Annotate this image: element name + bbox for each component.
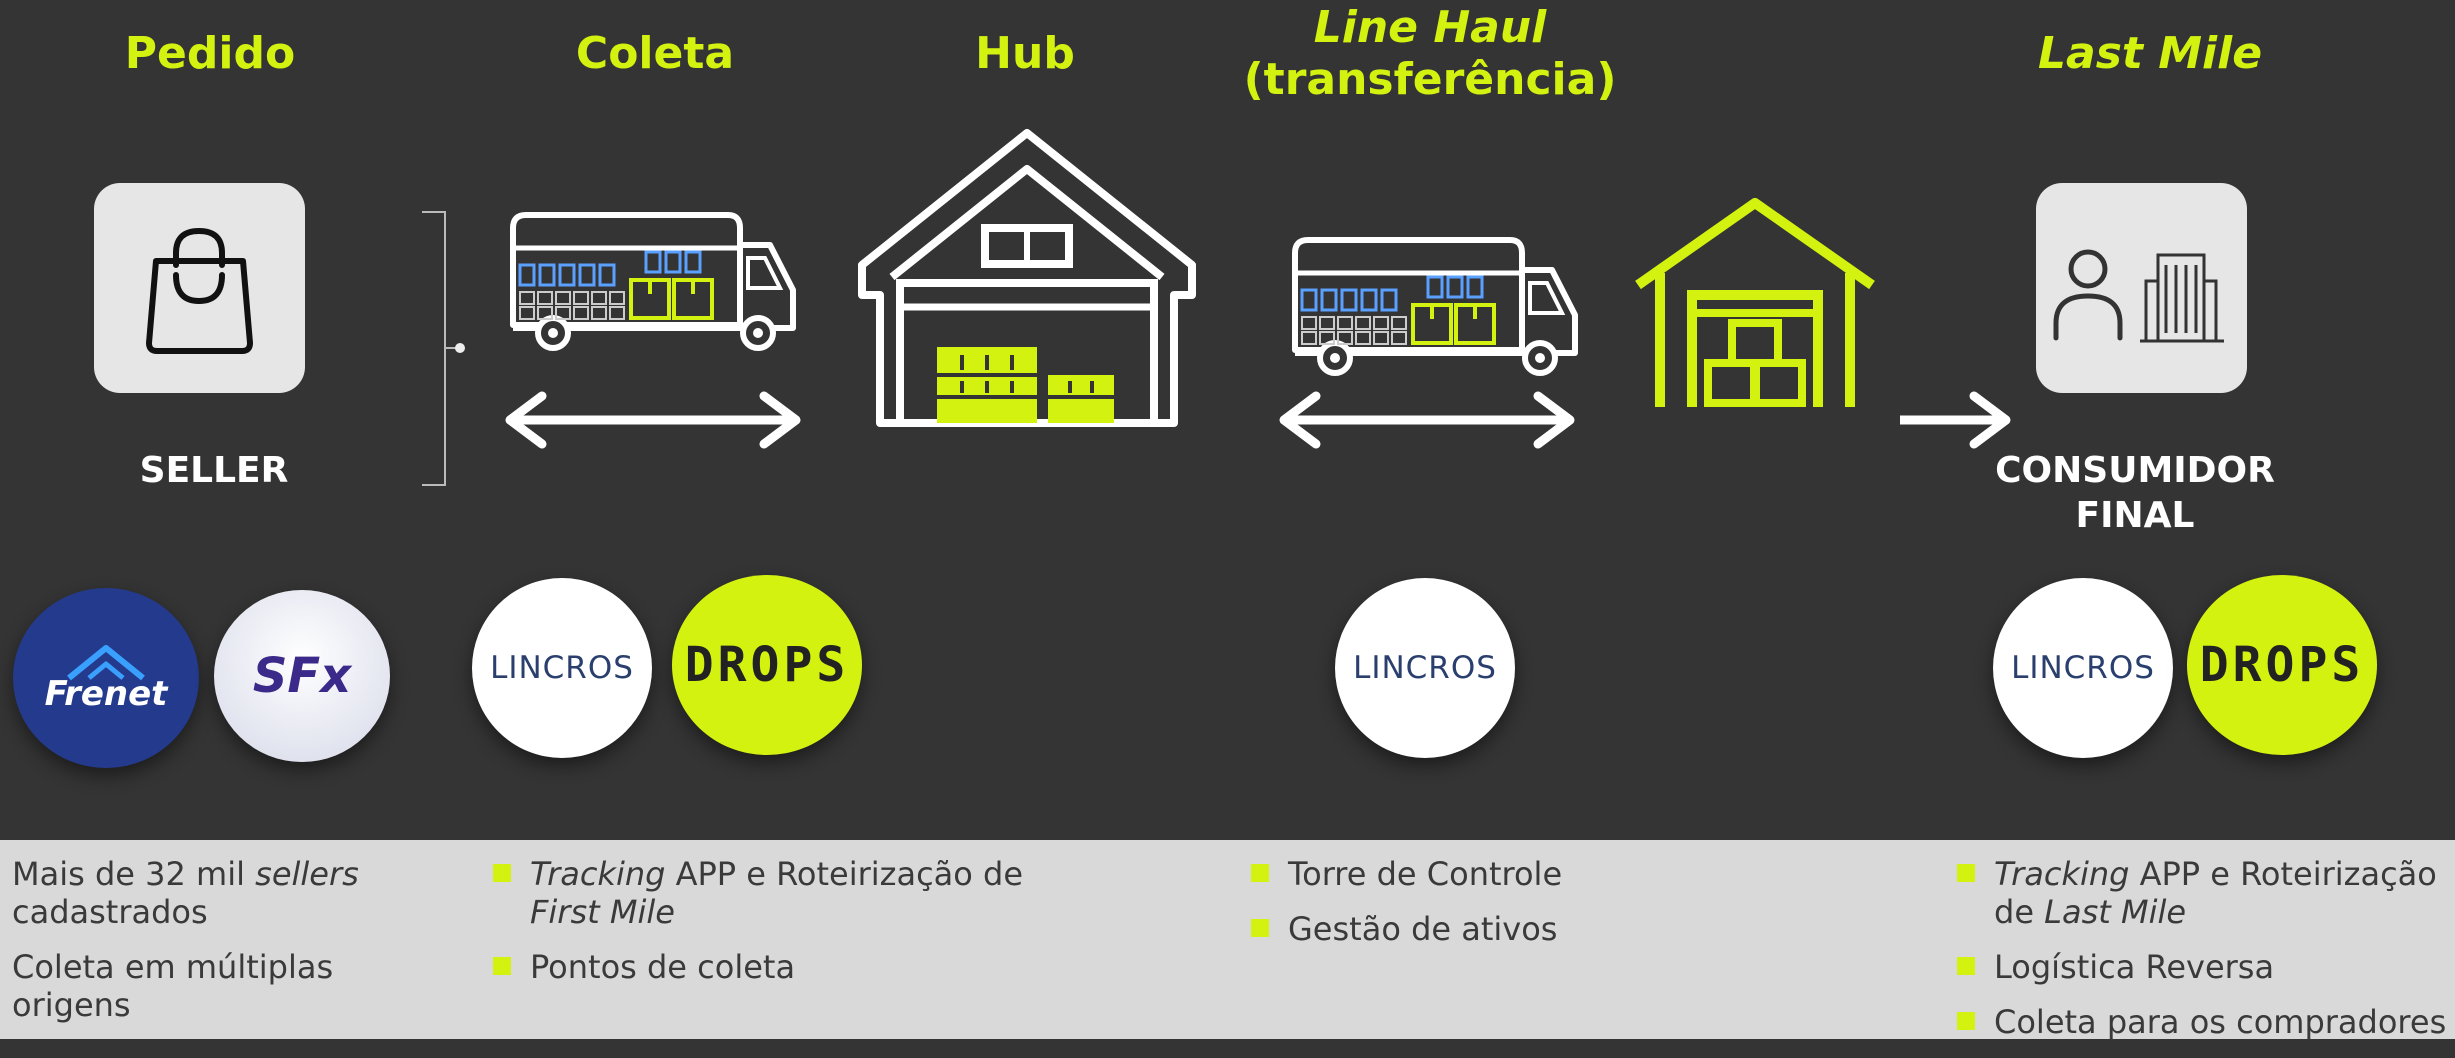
line-haul-feature-2-text: Gestão de ativos [1288,910,1558,948]
seller-feature-2: Coleta em múltiplas origens [12,948,412,1024]
header-coleta: Coleta [545,28,765,80]
seller-label: SELLER [139,450,289,491]
double-arrow-line-haul [1279,391,1575,449]
drops-logo-text: DROPS [684,637,850,693]
features-panel [0,840,2455,1039]
bullet-icon [493,864,511,882]
line-haul-feature-1: Torre de Controle [1251,855,1788,893]
lincros-logo-text: LINCROS [2011,650,2155,686]
bullet-icon [1251,919,1269,937]
drops-logo-coleta: DROPS [672,575,862,755]
consumer-label-line2: FINAL [2075,495,2195,536]
header-coleta-text: Coleta [575,28,735,79]
frenet-logo: Frenet [13,588,199,768]
header-line-haul: Line Haul (transferência) [1200,2,1660,106]
bullet-icon [1957,957,1975,975]
coleta-feature-1-em: Tracking [530,855,666,893]
seller-feature-1: Mais de 32 mil sellers cadastrados [12,855,412,931]
consumer-label: CONSUMIDOR FINAL [1985,448,2285,538]
header-hub-text: Hub [975,28,1075,79]
coleta-feature-1-em2: First Mile [530,893,675,931]
last-mile-feature-2-text: Logística Reversa [1994,948,2275,986]
last-mile-feature-1-em2: Last Mile [2044,893,2187,931]
header-hub: Hub [930,28,1120,80]
seller-feature-1-pre: Mais de 32 mil [12,855,256,893]
header-line-haul-text: Line Haul [1313,2,1547,53]
coleta-feature-1: Tracking APP e Roteirização de First Mil… [493,855,1170,931]
last-mile-feature-2: Logística Reversa [1957,948,2454,986]
last-mile-feature-1-text: APP e Roteirização [2129,855,2437,893]
last-mile-feature-1-pre2: de [1994,893,2045,931]
line-haul-truck-icon [1292,237,1578,376]
last-mile-feature-3: Coleta para os compradores [1957,1003,2454,1041]
lincros-logo-text: LINCROS [1353,650,1497,686]
delivery-truck-icon [510,212,796,351]
drops-logo-text: DROPS [2199,637,2365,693]
seller-feature-2-line2: origens [12,986,131,1024]
consumer-label-line1: CONSUMIDOR [1995,450,2275,491]
lime-warehouse-icon [1635,198,1875,407]
last-mile-feature-1-em: Tracking [1994,855,2130,893]
coleta-feature-2: Pontos de coleta [493,948,1170,986]
bullet-icon [493,957,511,975]
coleta-feature-2-text: Pontos de coleta [530,948,796,986]
person-building-icon [2053,249,2224,343]
lincros-logo-text: LINCROS [490,650,634,686]
line-haul-feature-1-text: Torre de Controle [1288,855,1563,893]
header-last-mile-text: Last Mile [2037,28,2263,79]
seller-feature-2-pre: Coleta em múltiplas [12,948,334,986]
drops-logo-last-mile: DROPS [2187,575,2377,755]
frenet-logo-text: Frenet [44,674,168,714]
shopping-bag-icon [146,227,253,354]
consumer-box [2036,183,2247,393]
header-line-haul-sub: (transferência) [1243,54,1617,105]
seller-feature-1-em: sellers [255,855,359,893]
header-pedido: Pedido [100,28,320,80]
sfx-logo: SFx [214,590,390,762]
header-pedido-text: Pedido [124,28,296,79]
line-haul-feature-2: Gestão de ativos [1251,910,1788,948]
sfx-logo-text: SFx [252,648,352,704]
coleta-features: Tracking APP e Roteirização de First Mil… [493,855,1170,1003]
line-haul-features: Torre de Controle Gestão de ativos [1251,855,1788,965]
arrow-to-consumer [1900,391,2011,449]
seller-feature-1-line2: cadastrados [12,893,208,931]
bullet-icon [1957,864,1975,882]
bracket-connector [422,211,465,486]
lincros-logo-last-mile: LINCROS [1993,578,2173,758]
lincros-logo-line-haul: LINCROS [1335,578,1515,758]
seller-features: Mais de 32 mil sellers cadastrados Colet… [12,855,412,1041]
coleta-feature-1-text: APP e Roteirização de [665,855,1024,893]
bullet-icon [1251,864,1269,882]
seller-box [94,183,305,393]
warehouse-icon [858,129,1196,427]
frenet-mark-icon [67,645,145,681]
double-arrow-coleta [505,391,801,449]
lincros-logo-coleta: LINCROS [472,578,652,758]
header-last-mile: Last Mile [2000,28,2300,80]
last-mile-feature-3-text: Coleta para os compradores [1994,1003,2447,1041]
last-mile-feature-1: Tracking APP e Roteirização de Last Mile [1957,855,2454,931]
last-mile-features: Tracking APP e Roteirização de Last Mile… [1957,855,2454,1058]
bullet-icon [1957,1012,1975,1030]
